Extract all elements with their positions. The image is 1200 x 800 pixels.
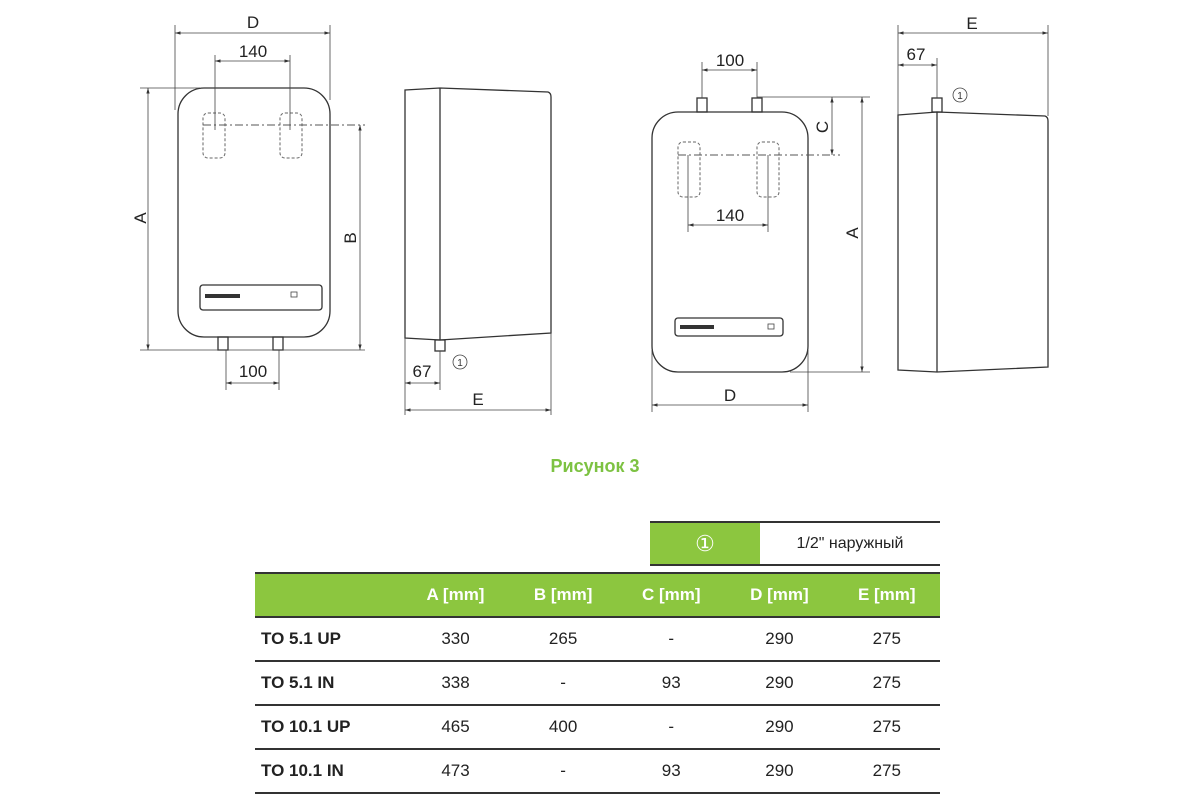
dim-d-label: D: [724, 386, 736, 405]
figure-title: Рисунок 3: [550, 456, 640, 476]
dimension-value: 465: [402, 705, 510, 750]
column-header: C [mm]: [617, 572, 726, 618]
legend-text: 1/2" наружный: [796, 534, 904, 552]
dimension-value: 275: [833, 617, 940, 662]
dim-a-label: A: [131, 212, 150, 224]
dimension-value: 330: [402, 617, 510, 662]
side-view-bottom-connections: 1 67 E: [404, 87, 552, 415]
legend-symbol: ①: [650, 523, 760, 564]
dim-b-label: B: [341, 232, 360, 243]
model-name: TO 5.1 IN: [255, 661, 402, 706]
dimension-value: 290: [725, 749, 834, 794]
column-header: D [mm]: [725, 572, 834, 618]
dim-100-label: 100: [716, 51, 744, 70]
dimension-value: 400: [509, 705, 618, 750]
dim-e-label: E: [966, 14, 977, 33]
column-header: A [mm]: [402, 572, 510, 618]
dimension-value: 275: [833, 661, 940, 706]
connection-marker: 1: [457, 358, 463, 369]
dimension-value: 338: [402, 661, 510, 706]
dim-c-label: C: [813, 121, 832, 133]
dimension-value: -: [617, 705, 726, 750]
model-name: TO 5.1 UP: [255, 617, 402, 662]
dimension-value: 473: [402, 749, 510, 794]
dimension-value: 275: [833, 705, 940, 750]
dimension-value: -: [509, 661, 618, 706]
model-name: TO 10.1 UP: [255, 705, 402, 750]
column-header: B [mm]: [509, 572, 618, 618]
dimension-value: 290: [725, 705, 834, 750]
dimension-value: -: [509, 749, 618, 794]
column-header: E [mm]: [833, 572, 940, 618]
front-view-bottom-connections: D 140 A B 100: [131, 13, 365, 390]
dimension-value: 290: [725, 661, 834, 706]
dimension-value: 265: [509, 617, 618, 662]
dim-100-label: 100: [239, 362, 267, 381]
dim-140-label: 140: [716, 206, 744, 225]
dimension-drawings: D 140 A B 100 1 67 E: [131, 13, 1049, 415]
dim-67-label: 67: [907, 45, 926, 64]
connection-marker: 1: [957, 91, 963, 102]
dim-a-label: A: [843, 227, 862, 239]
legend: ① 1/2" наружный: [650, 521, 940, 566]
model-name: TO 10.1 IN: [255, 749, 402, 794]
dimension-value: 93: [617, 661, 726, 706]
side-view-top-connections: 1 67 E: [897, 14, 1049, 373]
dim-140-label: 140: [239, 42, 267, 61]
dimensions-table: A [mm]B [mm]C [mm]D [mm]E [mm] TO 5.1 UP…: [255, 572, 940, 794]
dim-67-label: 67: [413, 362, 432, 381]
column-header: [255, 572, 402, 618]
dimension-value: 275: [833, 749, 940, 794]
dimension-value: -: [617, 617, 726, 662]
dimension-value: 93: [617, 749, 726, 794]
table-header-row: A [mm]B [mm]C [mm]D [mm]E [mm]: [255, 572, 940, 618]
dim-e-label: E: [472, 390, 483, 409]
dim-d-label: D: [247, 13, 259, 32]
dimension-value: 290: [725, 617, 834, 662]
front-view-top-connections: 100 C 140 A D: [651, 51, 870, 412]
